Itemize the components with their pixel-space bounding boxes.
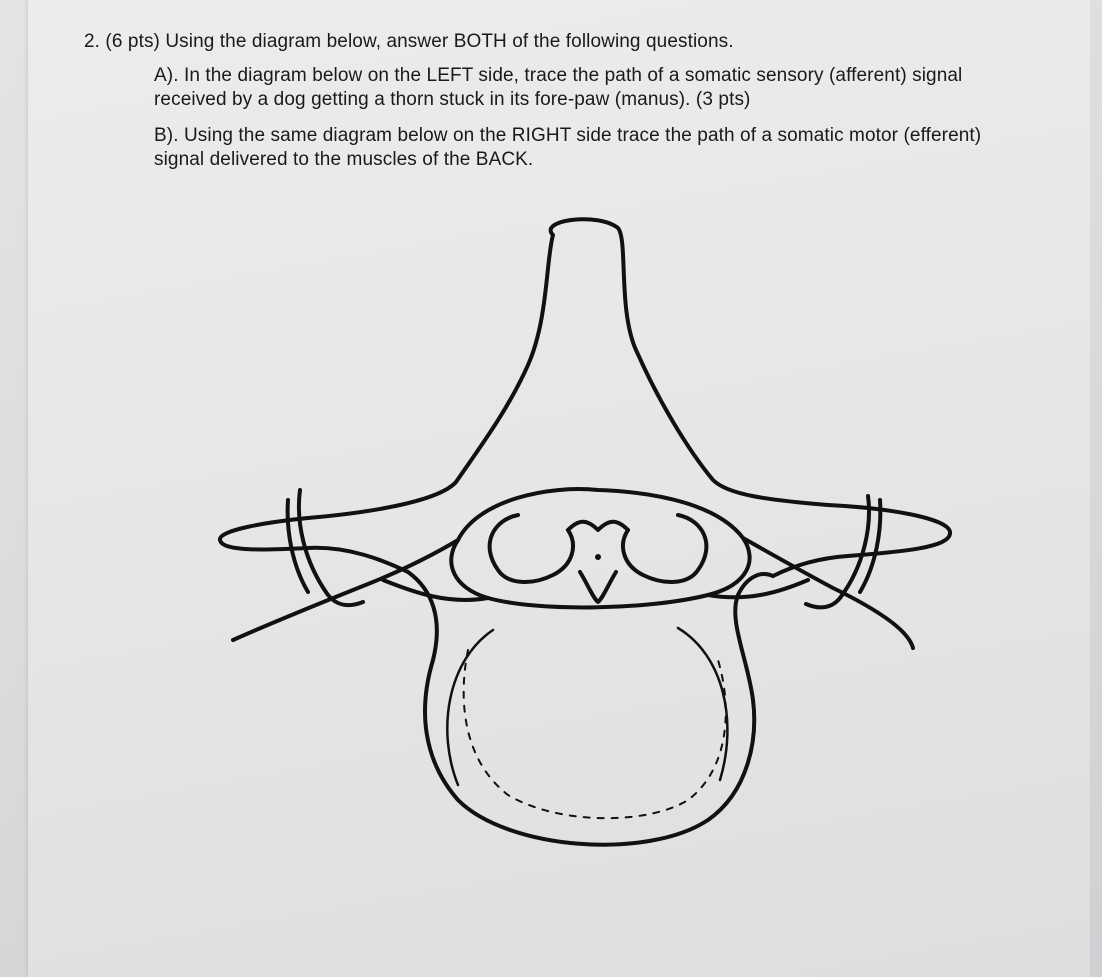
left-dorsal-root [231, 538, 460, 642]
central-canal [595, 554, 601, 560]
vertebra-diagram [218, 217, 952, 847]
body-outer-ring-right [676, 626, 729, 782]
question-block: 2. (6 pts) Using the diagram below, answ… [84, 30, 1084, 172]
left-spinal-nerve-branch [296, 488, 365, 608]
right-transverse-process [771, 503, 952, 578]
central-canal-region [566, 519, 630, 604]
vertebral-body [406, 570, 775, 847]
left-dorsal-ramus [285, 498, 310, 594]
right-dorsal-root [741, 536, 915, 650]
left-transverse-process [218, 516, 410, 574]
right-spinal-nerve-branch [804, 494, 871, 610]
gray-matter-left [487, 513, 575, 584]
body-inner-ring [462, 649, 727, 820]
left-ventral-root [381, 578, 490, 602]
document-page: 2. (6 pts) Using the diagram below, answ… [28, 0, 1090, 977]
spinous-process [306, 217, 830, 520]
question-part-a: A). In the diagram below on the LEFT sid… [154, 65, 963, 110]
body-outer-ring-left [446, 628, 495, 787]
right-ventral-root [706, 578, 810, 600]
question-title: 2. (6 pts) Using the diagram below, answ… [84, 31, 734, 52]
question-part-b: B). Using the same diagram below on the … [154, 125, 982, 170]
gray-matter-right [621, 513, 709, 584]
right-dorsal-ramus [858, 498, 883, 594]
